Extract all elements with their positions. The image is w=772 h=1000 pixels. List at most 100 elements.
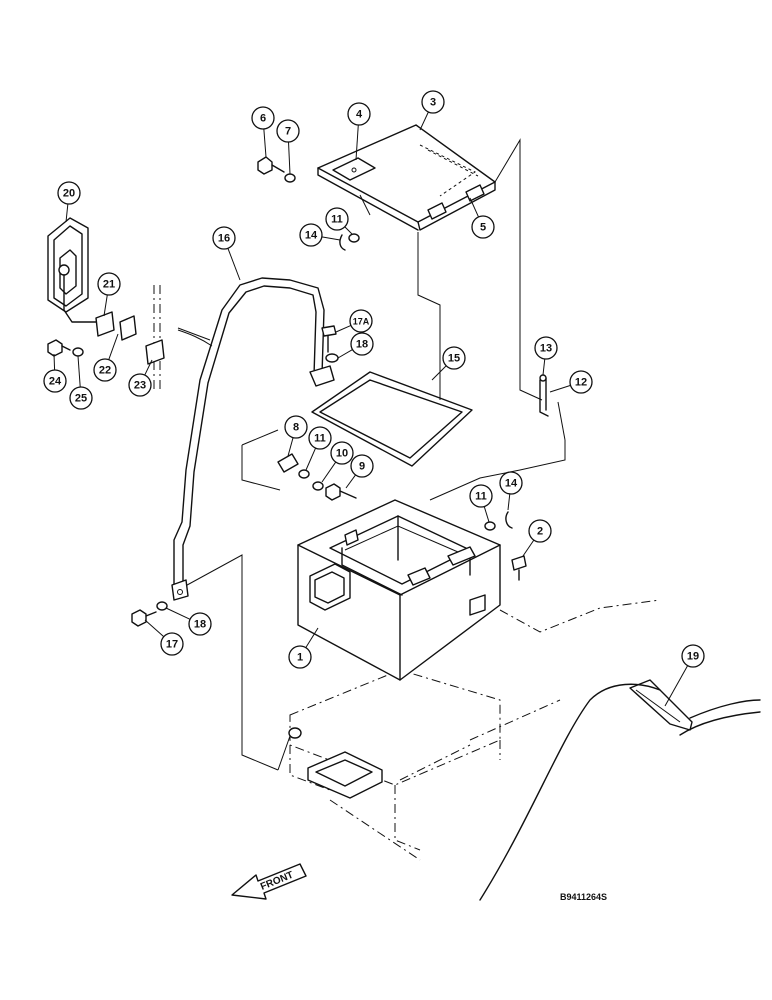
callout-leader — [344, 226, 353, 235]
callout-bubble — [349, 309, 373, 333]
callout-bubble — [442, 346, 466, 370]
callout-23: 23 — [128, 359, 153, 397]
callout-leader — [103, 294, 108, 317]
gasket-frame — [311, 371, 473, 467]
callout-bubble — [347, 102, 371, 126]
callout-leader — [345, 474, 356, 489]
callout-bubble — [160, 632, 184, 656]
callout-leader — [542, 358, 546, 376]
callout-number: 18 — [356, 339, 368, 351]
callout-number: 12 — [575, 377, 587, 389]
callout-leader — [321, 236, 341, 241]
callout-number: 18 — [194, 619, 206, 631]
callout-leader — [549, 384, 571, 393]
lid-construction-lines — [177, 138, 566, 771]
callout-bubble — [471, 215, 495, 239]
callout-number: 5 — [480, 222, 486, 234]
callout-number: 23 — [134, 380, 146, 392]
callout-number: 2 — [537, 526, 543, 538]
callout-leader — [263, 128, 267, 158]
nut-10 — [312, 481, 324, 491]
callout-13: 13 — [534, 336, 558, 376]
callout-leader — [305, 627, 319, 648]
callout-number: 13 — [540, 343, 552, 355]
callout-number: 11 — [475, 491, 487, 503]
callout-leader — [419, 111, 429, 131]
bolt-17a — [321, 325, 337, 353]
callout-11: 11 — [469, 484, 493, 523]
callout-2: 2 — [522, 519, 552, 557]
callout-bubble — [528, 519, 552, 543]
callout-bubble — [534, 336, 558, 360]
callout-number: 22 — [99, 365, 111, 377]
callout-11: 11 — [305, 426, 332, 471]
callout-bubble — [288, 645, 312, 669]
callout-leader — [335, 324, 352, 333]
washer-11-lid — [348, 233, 360, 243]
callout-12: 12 — [549, 370, 593, 394]
callout-number: 15 — [448, 353, 460, 365]
callout-bubble — [350, 454, 374, 478]
callout-3: 3 — [419, 90, 445, 131]
callout-number: 1 — [297, 652, 303, 664]
handrail — [171, 277, 335, 601]
bolt-6 — [257, 156, 285, 175]
callout-number: 21 — [103, 279, 115, 291]
callout-7: 7 — [276, 119, 300, 175]
pin-14-right — [505, 511, 513, 529]
callout-leader — [522, 539, 535, 557]
callout-18: 18 — [165, 607, 212, 636]
callout-number: 8 — [293, 422, 299, 434]
callout-14: 14 — [299, 223, 341, 247]
callout-number: 4 — [356, 109, 363, 121]
callout-leader — [227, 248, 241, 281]
callout-18: 18 — [337, 332, 374, 359]
step — [307, 751, 383, 799]
callout-leader — [431, 365, 447, 381]
storage-box — [297, 499, 501, 681]
lid — [317, 124, 496, 231]
callout-14: 14 — [499, 471, 523, 511]
callout-21: 21 — [97, 272, 121, 317]
callout-bubble — [69, 386, 93, 410]
callout-leader — [287, 437, 294, 457]
step-plate — [479, 679, 761, 901]
callout-leader — [65, 203, 69, 223]
callout-leader — [321, 461, 337, 483]
callout-leader — [355, 124, 359, 161]
callout-bubble — [350, 332, 374, 356]
callout-number: 7 — [285, 126, 291, 138]
callout-10: 10 — [321, 441, 354, 483]
callout-leader — [144, 619, 165, 638]
callout-bubble — [276, 119, 300, 143]
callout-leader — [337, 349, 353, 359]
callout-bubble — [499, 471, 523, 495]
callout-number: 3 — [430, 97, 436, 109]
callout-bubble — [325, 207, 349, 231]
callout-8: 8 — [284, 415, 308, 457]
callout-leader — [165, 607, 191, 620]
callout-bubble — [93, 358, 117, 382]
callout-number: 14 — [305, 230, 318, 242]
callout-22: 22 — [93, 333, 119, 382]
callout-bubble — [128, 373, 152, 397]
callout-leader — [53, 353, 56, 371]
washer-18-upper — [325, 353, 339, 363]
callout-number: 10 — [336, 448, 348, 460]
callout-15: 15 — [431, 346, 466, 381]
callout-bubble — [251, 106, 275, 130]
callout-bubble — [421, 90, 445, 114]
bolt-17 — [131, 609, 157, 627]
callout-leader — [305, 447, 317, 471]
callout-17: 17 — [144, 619, 184, 656]
rod-12 — [539, 374, 549, 417]
callout-number: 6 — [260, 113, 266, 125]
bolt-9 — [325, 483, 357, 501]
callout-group: 123456789101111111213141415161717A181819… — [43, 90, 705, 707]
mirror-assembly — [47, 217, 213, 390]
washer-11-side — [298, 469, 310, 479]
callout-bubble — [57, 181, 81, 205]
callout-number: 11 — [314, 433, 326, 445]
callout-leader — [108, 333, 119, 360]
